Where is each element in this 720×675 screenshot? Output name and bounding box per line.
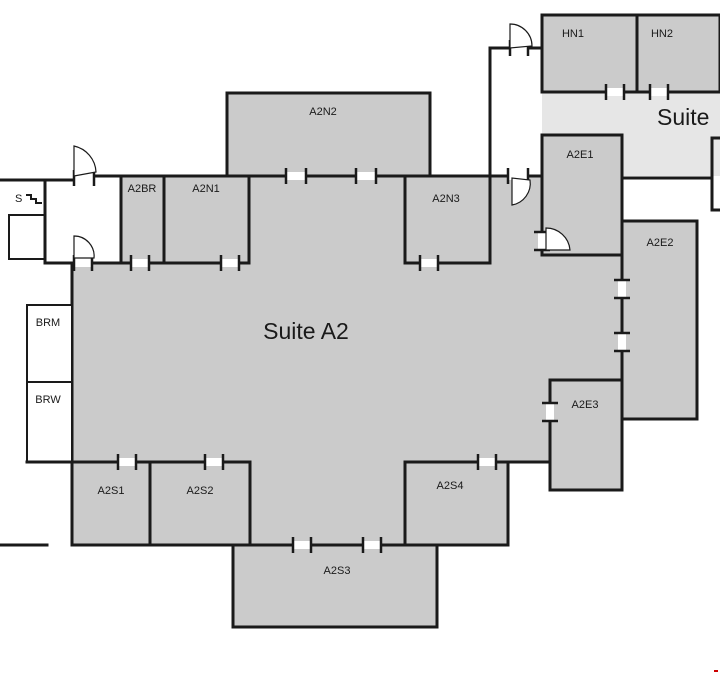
- corridor-wall-topleft: [0, 174, 123, 182]
- label-a2s3: A2S3: [324, 565, 351, 577]
- door-west-entry[interactable]: [72, 235, 95, 271]
- right-partial-room: [710, 136, 720, 212]
- door-a2n2-2[interactable]: [354, 168, 378, 184]
- door-a2e2-2[interactable]: [614, 331, 630, 353]
- label-suite-main: Suite A2: [263, 318, 349, 344]
- label-suite-partial: Suite: [657, 104, 709, 130]
- room-a2n1[interactable]: [162, 174, 251, 265]
- door-a2e3[interactable]: [542, 401, 558, 423]
- label-a2e3: A2E3: [572, 399, 599, 411]
- room-a2s1[interactable]: [70, 460, 152, 547]
- red-marker: [714, 670, 718, 672]
- label-a2e2: A2E2: [647, 237, 674, 249]
- door-a2s3-2[interactable]: [361, 537, 383, 553]
- label-a2br: A2BR: [128, 183, 157, 195]
- label-hn2: HN2: [651, 28, 673, 40]
- label-a2s1: A2S1: [98, 485, 125, 497]
- door-corridor-east[interactable]: [506, 168, 531, 206]
- room-a2s2[interactable]: [148, 460, 252, 547]
- label-stair: S: [15, 193, 22, 205]
- stair-icon: [26, 194, 42, 204]
- label-hn1: HN1: [562, 28, 584, 40]
- label-a2n3: A2N3: [432, 193, 460, 205]
- room-hn1[interactable]: [540, 13, 639, 94]
- stair-box[interactable]: [8, 214, 46, 260]
- door-corridor-north[interactable]: [508, 23, 533, 56]
- door-a2e1[interactable]: [534, 227, 571, 252]
- door-a2s4[interactable]: [476, 454, 498, 470]
- door-a2s1[interactable]: [116, 454, 138, 470]
- door-a2s2[interactable]: [203, 454, 225, 470]
- room-a2s4[interactable]: [403, 460, 510, 547]
- door-a2e2-1[interactable]: [614, 278, 630, 300]
- label-a2s2: A2S2: [187, 485, 214, 497]
- label-brm: BRM: [36, 317, 60, 329]
- door-a2s3-1[interactable]: [291, 537, 313, 553]
- door-a2n3[interactable]: [418, 255, 440, 271]
- door-a2br[interactable]: [129, 255, 151, 271]
- label-a2e1: A2E1: [567, 149, 594, 161]
- room-a2e3[interactable]: [548, 378, 624, 492]
- door-hn1[interactable]: [604, 84, 626, 100]
- door-hn2[interactable]: [648, 84, 670, 100]
- label-a2s4: A2S4: [437, 480, 464, 492]
- door-corridor-top[interactable]: [72, 145, 97, 186]
- door-a2n1[interactable]: [219, 255, 241, 271]
- corridor-wall-vertical: [488, 46, 512, 178]
- room-a2n3[interactable]: [403, 174, 492, 265]
- room-hn2[interactable]: [635, 13, 720, 94]
- room-brw[interactable]: [26, 381, 73, 463]
- room-a2s3[interactable]: [231, 543, 439, 629]
- door-a2n2-1[interactable]: [284, 168, 308, 184]
- label-a2n1: A2N1: [192, 183, 220, 195]
- room-a2e2[interactable]: [620, 219, 699, 421]
- label-a2n2: A2N2: [309, 106, 337, 118]
- room-a2n2[interactable]: [225, 91, 432, 178]
- label-brw: BRW: [35, 394, 61, 406]
- corridor-wall-left-vert: [43, 178, 74, 265]
